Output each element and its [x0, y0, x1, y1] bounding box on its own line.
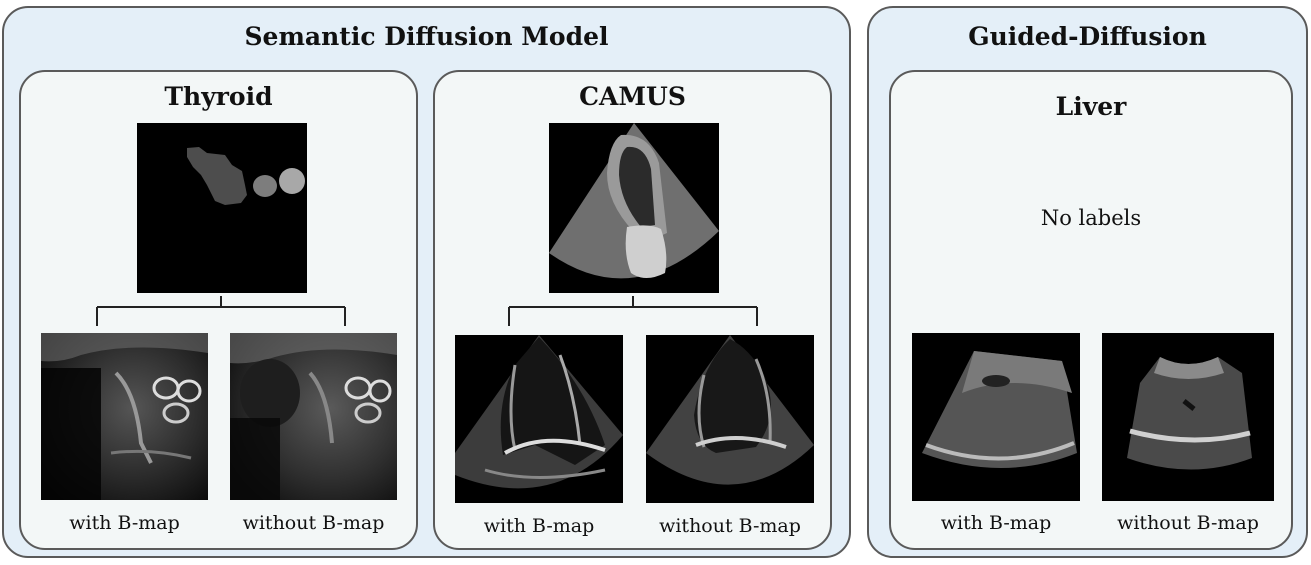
camus-with-bmap-caption: with B-map: [483, 515, 595, 537]
thyroid-label-map-image: [137, 123, 307, 293]
no-labels-text: No labels: [1040, 206, 1142, 230]
thyroid-with-bmap-image: [41, 333, 208, 500]
semantic-diffusion-model-panel: Semantic Diffusion Model Thyroid: [2, 6, 851, 558]
guided-diffusion-title: Guided-Diffusion: [968, 22, 1207, 51]
semantic-diffusion-model-title: Semantic Diffusion Model: [244, 22, 609, 51]
camus-label-map-image: [549, 123, 719, 293]
guided-diffusion-panel: Guided-Diffusion Liver No labels with B-…: [867, 6, 1308, 558]
thyroid-panel: Thyroid: [19, 70, 418, 550]
camus-without-bmap-image: [646, 335, 814, 503]
camus-without-bmap-caption: without B-map: [659, 515, 801, 537]
camus-with-bmap-image: [455, 335, 623, 503]
camus-bracket: [508, 296, 758, 326]
liver-with-bmap-caption: with B-map: [940, 512, 1052, 534]
liver-panel: Liver No labels with B-map without B-: [889, 70, 1293, 550]
camus-panel: CAMUS: [433, 70, 832, 550]
thyroid-without-bmap-caption: without B-map: [242, 512, 385, 534]
liver-without-bmap-image: [1102, 333, 1274, 501]
thyroid-title: Thyroid: [164, 82, 273, 111]
thyroid-bracket: [96, 296, 346, 326]
thyroid-with-bmap-caption: with B-map: [69, 512, 180, 534]
liver-title: Liver: [1055, 92, 1127, 121]
liver-with-bmap-image: [912, 333, 1080, 501]
liver-without-bmap-caption: without B-map: [1117, 512, 1259, 534]
camus-title: CAMUS: [579, 82, 686, 111]
thyroid-without-bmap-image: [230, 333, 397, 500]
